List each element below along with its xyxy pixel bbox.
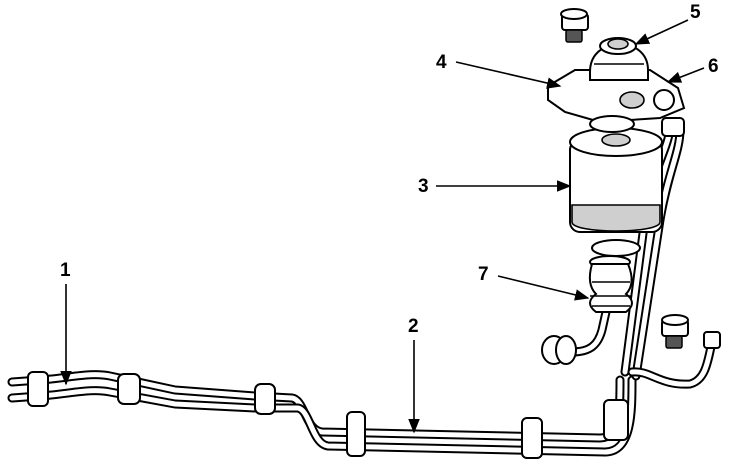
filter-seal-ring (591, 239, 641, 257)
callout-4-label: 4 (436, 52, 447, 73)
water-sensor-bellows (588, 255, 633, 313)
pipe-clamps (27, 371, 629, 459)
callout-6: 6 (666, 56, 719, 83)
callout-2-label: 2 (408, 316, 419, 337)
callout-1-label: 1 (60, 260, 71, 281)
hose-fitting (661, 117, 685, 137)
pipe-end-fitting (703, 331, 721, 349)
outlet-port (653, 89, 675, 111)
callout-labels: 1 2 3 4 5 6 7 (60, 2, 719, 434)
callout-6-label: 6 (708, 56, 719, 77)
callout-2: 2 (408, 316, 420, 434)
pipe-clamp (521, 417, 543, 459)
callout-3-label: 3 (418, 176, 429, 197)
pipe-clamp (27, 371, 49, 407)
fuel-filter-cartridge (569, 127, 663, 257)
right-connector-pipe (627, 331, 721, 389)
priming-pump-cap (589, 37, 649, 81)
callout-7-label: 7 (478, 264, 489, 285)
callout-5: 5 (634, 2, 701, 45)
pipe-clamp (117, 373, 141, 405)
pipe-clamp (346, 411, 366, 457)
callout-5-label: 5 (690, 2, 701, 23)
pipe-clamp (603, 399, 629, 441)
callout-1: 1 (60, 260, 72, 386)
callout-3: 3 (418, 176, 572, 197)
drain-hose (541, 307, 611, 365)
mounting-bolt-top (560, 8, 589, 43)
mounting-bolt-right (661, 314, 689, 349)
callout-4: 4 (436, 52, 562, 89)
pipe-clamp (254, 383, 276, 415)
callout-7: 7 (478, 264, 590, 301)
